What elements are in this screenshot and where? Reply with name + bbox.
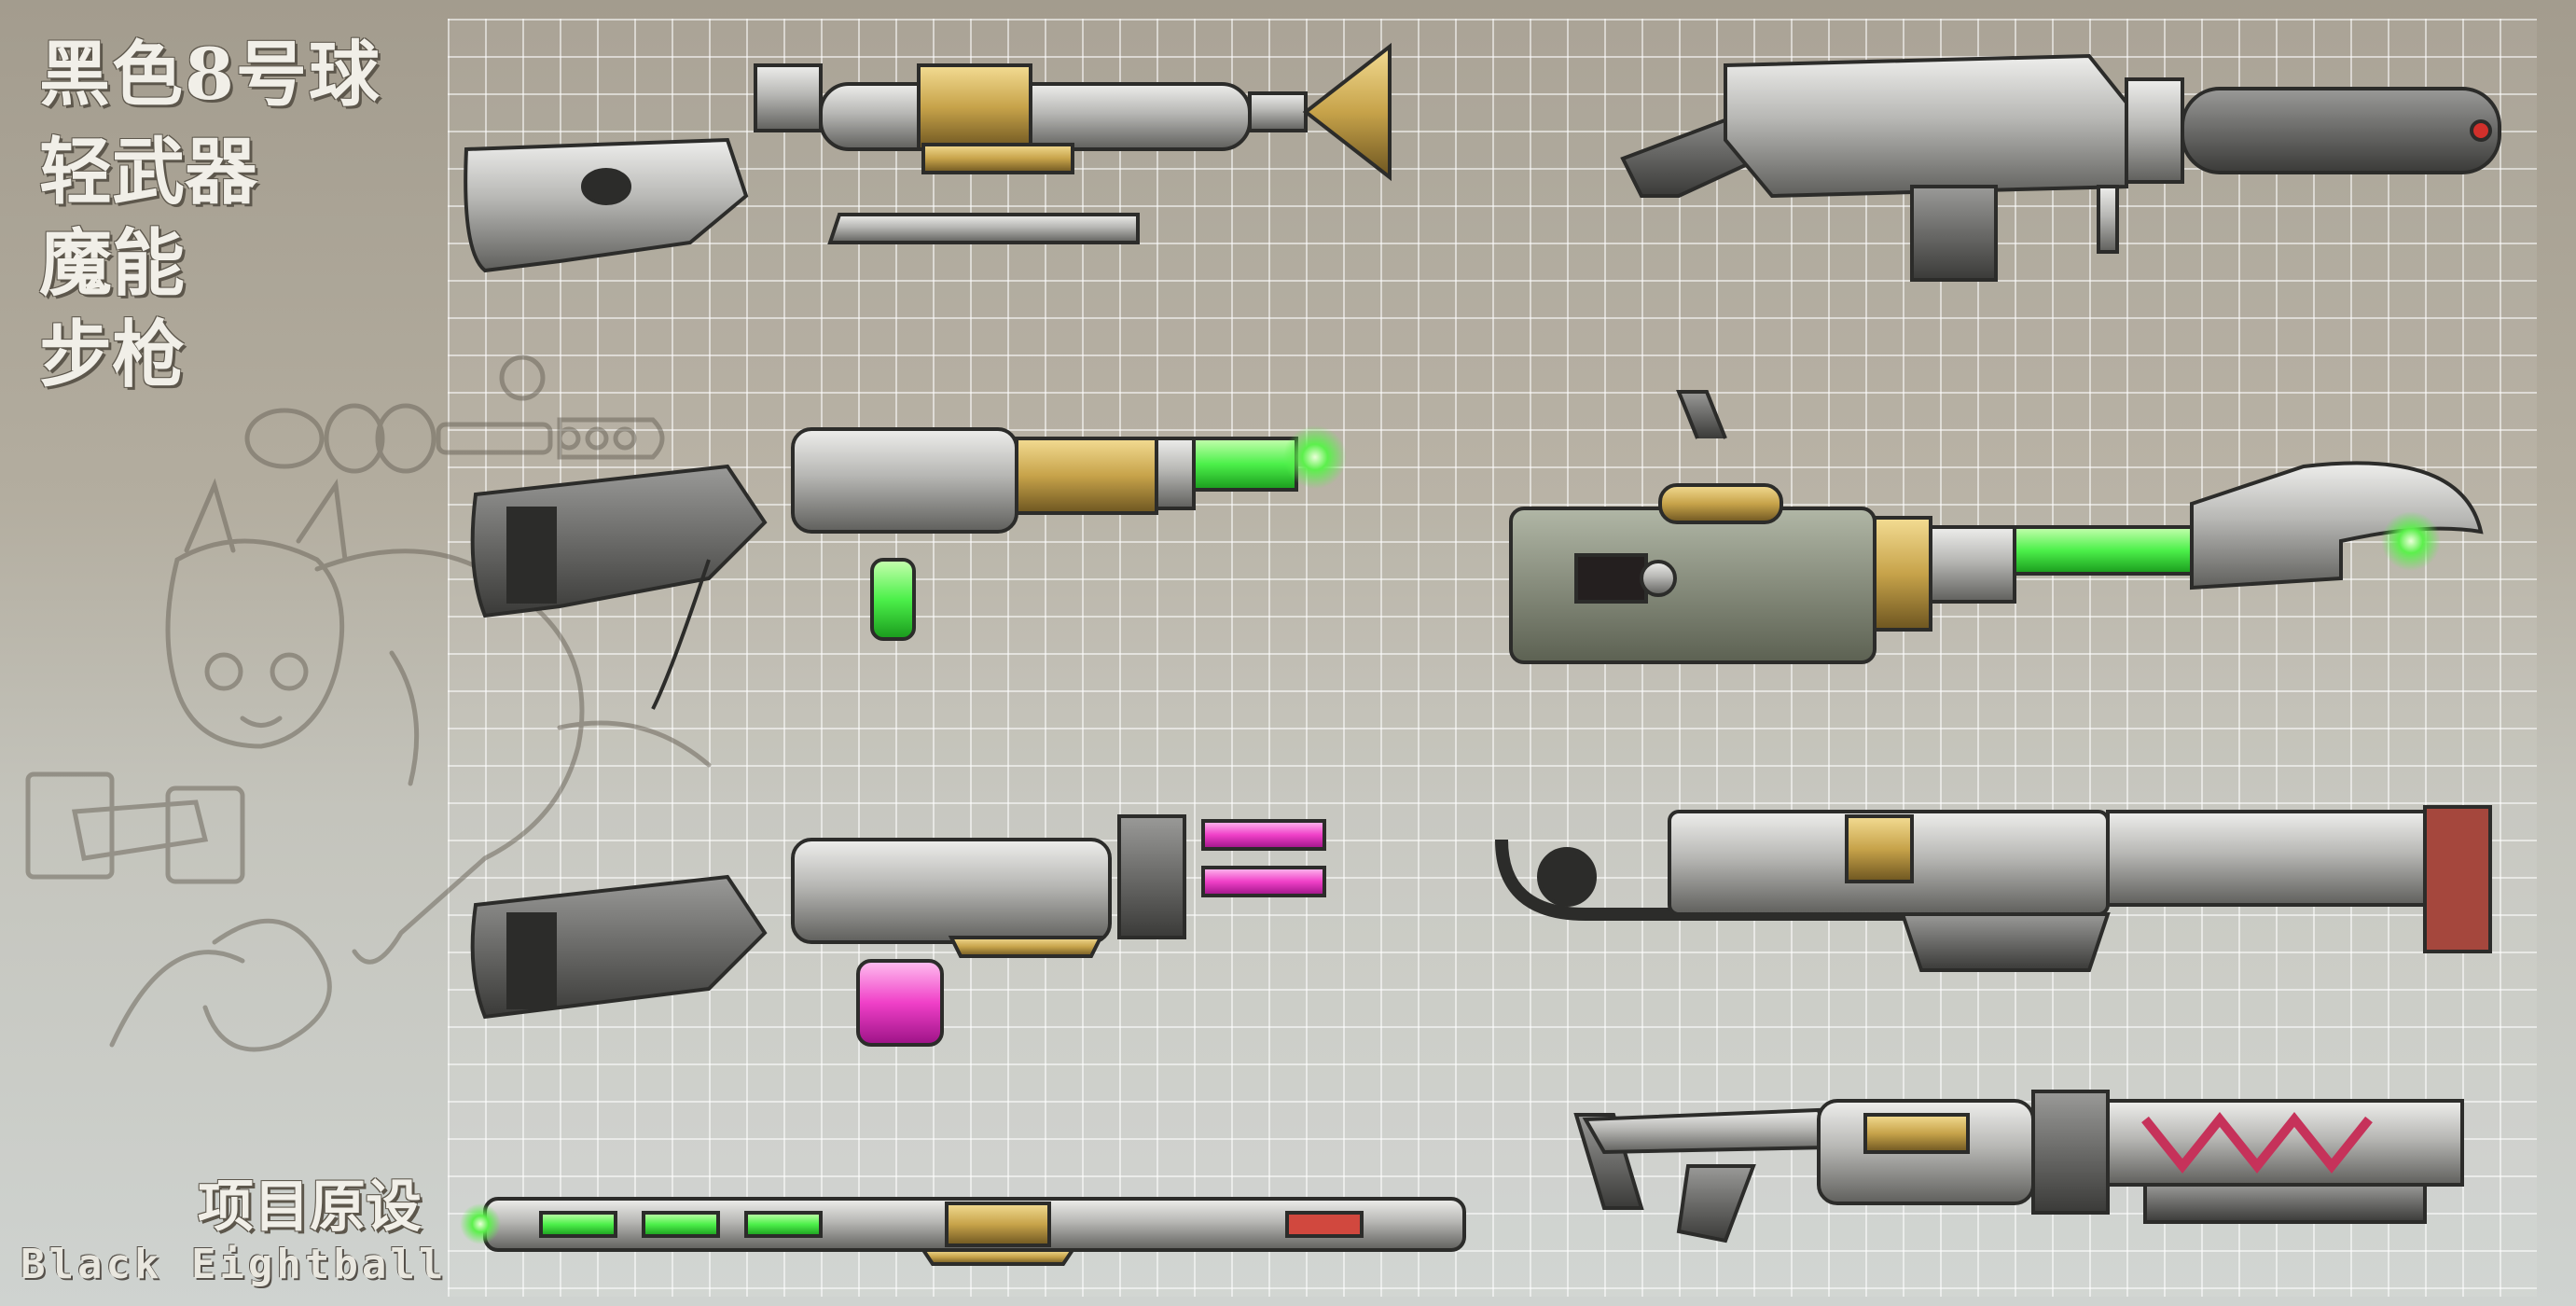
plasma-cannon-icon xyxy=(1509,390,2484,664)
plasma-rifle-icon xyxy=(470,425,1347,710)
heavy-rifle-icon xyxy=(1620,53,2501,282)
laser-rifle-icon xyxy=(464,42,1392,273)
page-title: 黑色8号球 xyxy=(39,33,381,116)
stock-rifle-icon xyxy=(1495,805,2492,972)
subtitle-line-2: 魔能 xyxy=(39,221,186,306)
subtitle-line-3: 步枪 xyxy=(39,313,186,397)
artist-signature: Black Eightball xyxy=(21,1241,448,1288)
subtitle-line-1: 轻武器 xyxy=(39,130,258,215)
energy-staff-icon xyxy=(460,1197,1466,1266)
blueprint-grid xyxy=(448,19,2537,1297)
tesla-rifle-icon xyxy=(1573,1090,2464,1243)
twin-plasma-rifle-icon xyxy=(470,814,1326,1047)
project-label: 项目原设 xyxy=(198,1174,422,1240)
